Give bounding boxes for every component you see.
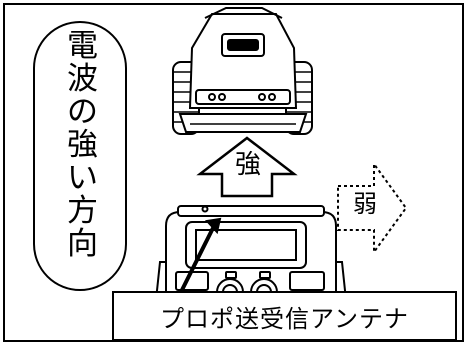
antenna-label-box: プロポ送受信アンテナ: [112, 291, 457, 341]
side-text-char: 方: [67, 193, 98, 229]
side-text-char: 波: [67, 61, 98, 97]
side-text-char: 電: [67, 28, 98, 64]
side-text-char: の: [67, 94, 98, 130]
side-text-pill: [33, 21, 127, 291]
strong-arrow-label: 強: [234, 150, 261, 180]
weak-direction-arrow: [337, 160, 408, 256]
strong-direction-arrow: [196, 136, 298, 198]
signal-direction-text: 電 波 の 強 い 方 向: [40, 30, 125, 286]
side-text-char: 向: [67, 226, 98, 262]
antenna-label: プロポ送受信アンテナ: [159, 304, 410, 333]
weak-arrow-label: 弱: [353, 190, 377, 218]
robot-mower-icon: [172, 7, 313, 135]
transmitter-icon: [154, 205, 348, 307]
side-text-char: い: [67, 160, 98, 196]
side-text-char: 強: [67, 127, 98, 163]
